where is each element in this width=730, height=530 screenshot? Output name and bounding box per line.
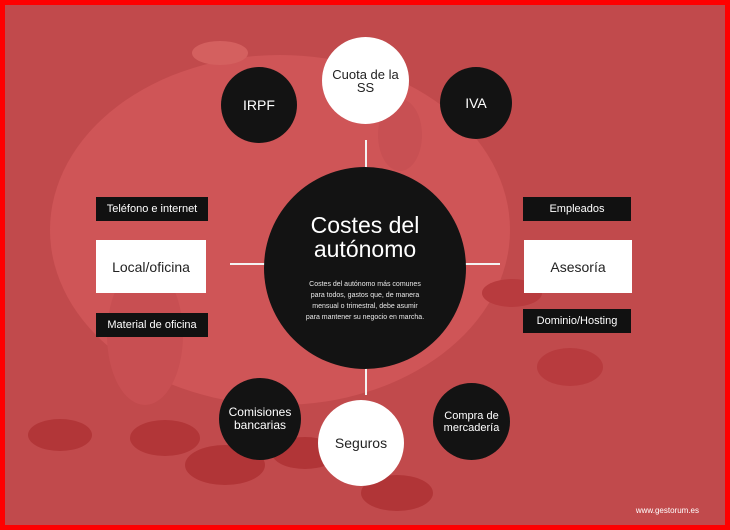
dominio-label: Dominio/Hosting — [536, 315, 618, 327]
iva-node: IVA — [440, 67, 512, 139]
asesoria-box: Asesoría — [524, 240, 632, 293]
connector-left — [230, 263, 265, 265]
center-description: Costes del autónomo más comunes para tod… — [305, 281, 425, 321]
empleados-label: Empleados — [549, 203, 605, 215]
material-label: Material de oficina — [107, 319, 197, 331]
empleados-box: Empleados — [523, 197, 631, 221]
compra-label: Compra de mercadería — [443, 409, 500, 434]
connector-bottom — [365, 367, 367, 395]
irpf-node: IRPF — [221, 67, 297, 143]
telefono-label: Teléfono e internet — [106, 203, 198, 215]
local-box: Local/oficina — [96, 240, 206, 293]
telefono-box: Teléfono e internet — [96, 197, 208, 221]
seguros-label: Seguros — [334, 435, 388, 451]
comisiones-node: Comisiones bancarias — [219, 378, 301, 460]
center-node: Costes del autónomo Costes del autónomo … — [264, 167, 466, 369]
website-watermark: www.gestorum.es — [635, 506, 699, 515]
connector-top — [365, 140, 367, 170]
connector-right — [465, 263, 500, 265]
center-title: Costes del autónomo — [310, 212, 420, 262]
material-box: Material de oficina — [96, 313, 208, 337]
cuota-ss-label: Cuota de la SS — [332, 66, 399, 95]
dominio-box: Dominio/Hosting — [523, 309, 631, 333]
comisiones-label: Comisiones bancarias — [228, 405, 292, 432]
seguros-node: Seguros — [318, 400, 404, 486]
irpf-label: IRPF — [243, 97, 275, 113]
asesoria-label: Asesoría — [550, 258, 606, 275]
compra-node: Compra de mercadería — [433, 383, 510, 460]
cuota-ss-node: Cuota de la SS — [322, 37, 409, 124]
local-label: Local/oficina — [112, 258, 190, 275]
iva-label: IVA — [465, 95, 487, 111]
